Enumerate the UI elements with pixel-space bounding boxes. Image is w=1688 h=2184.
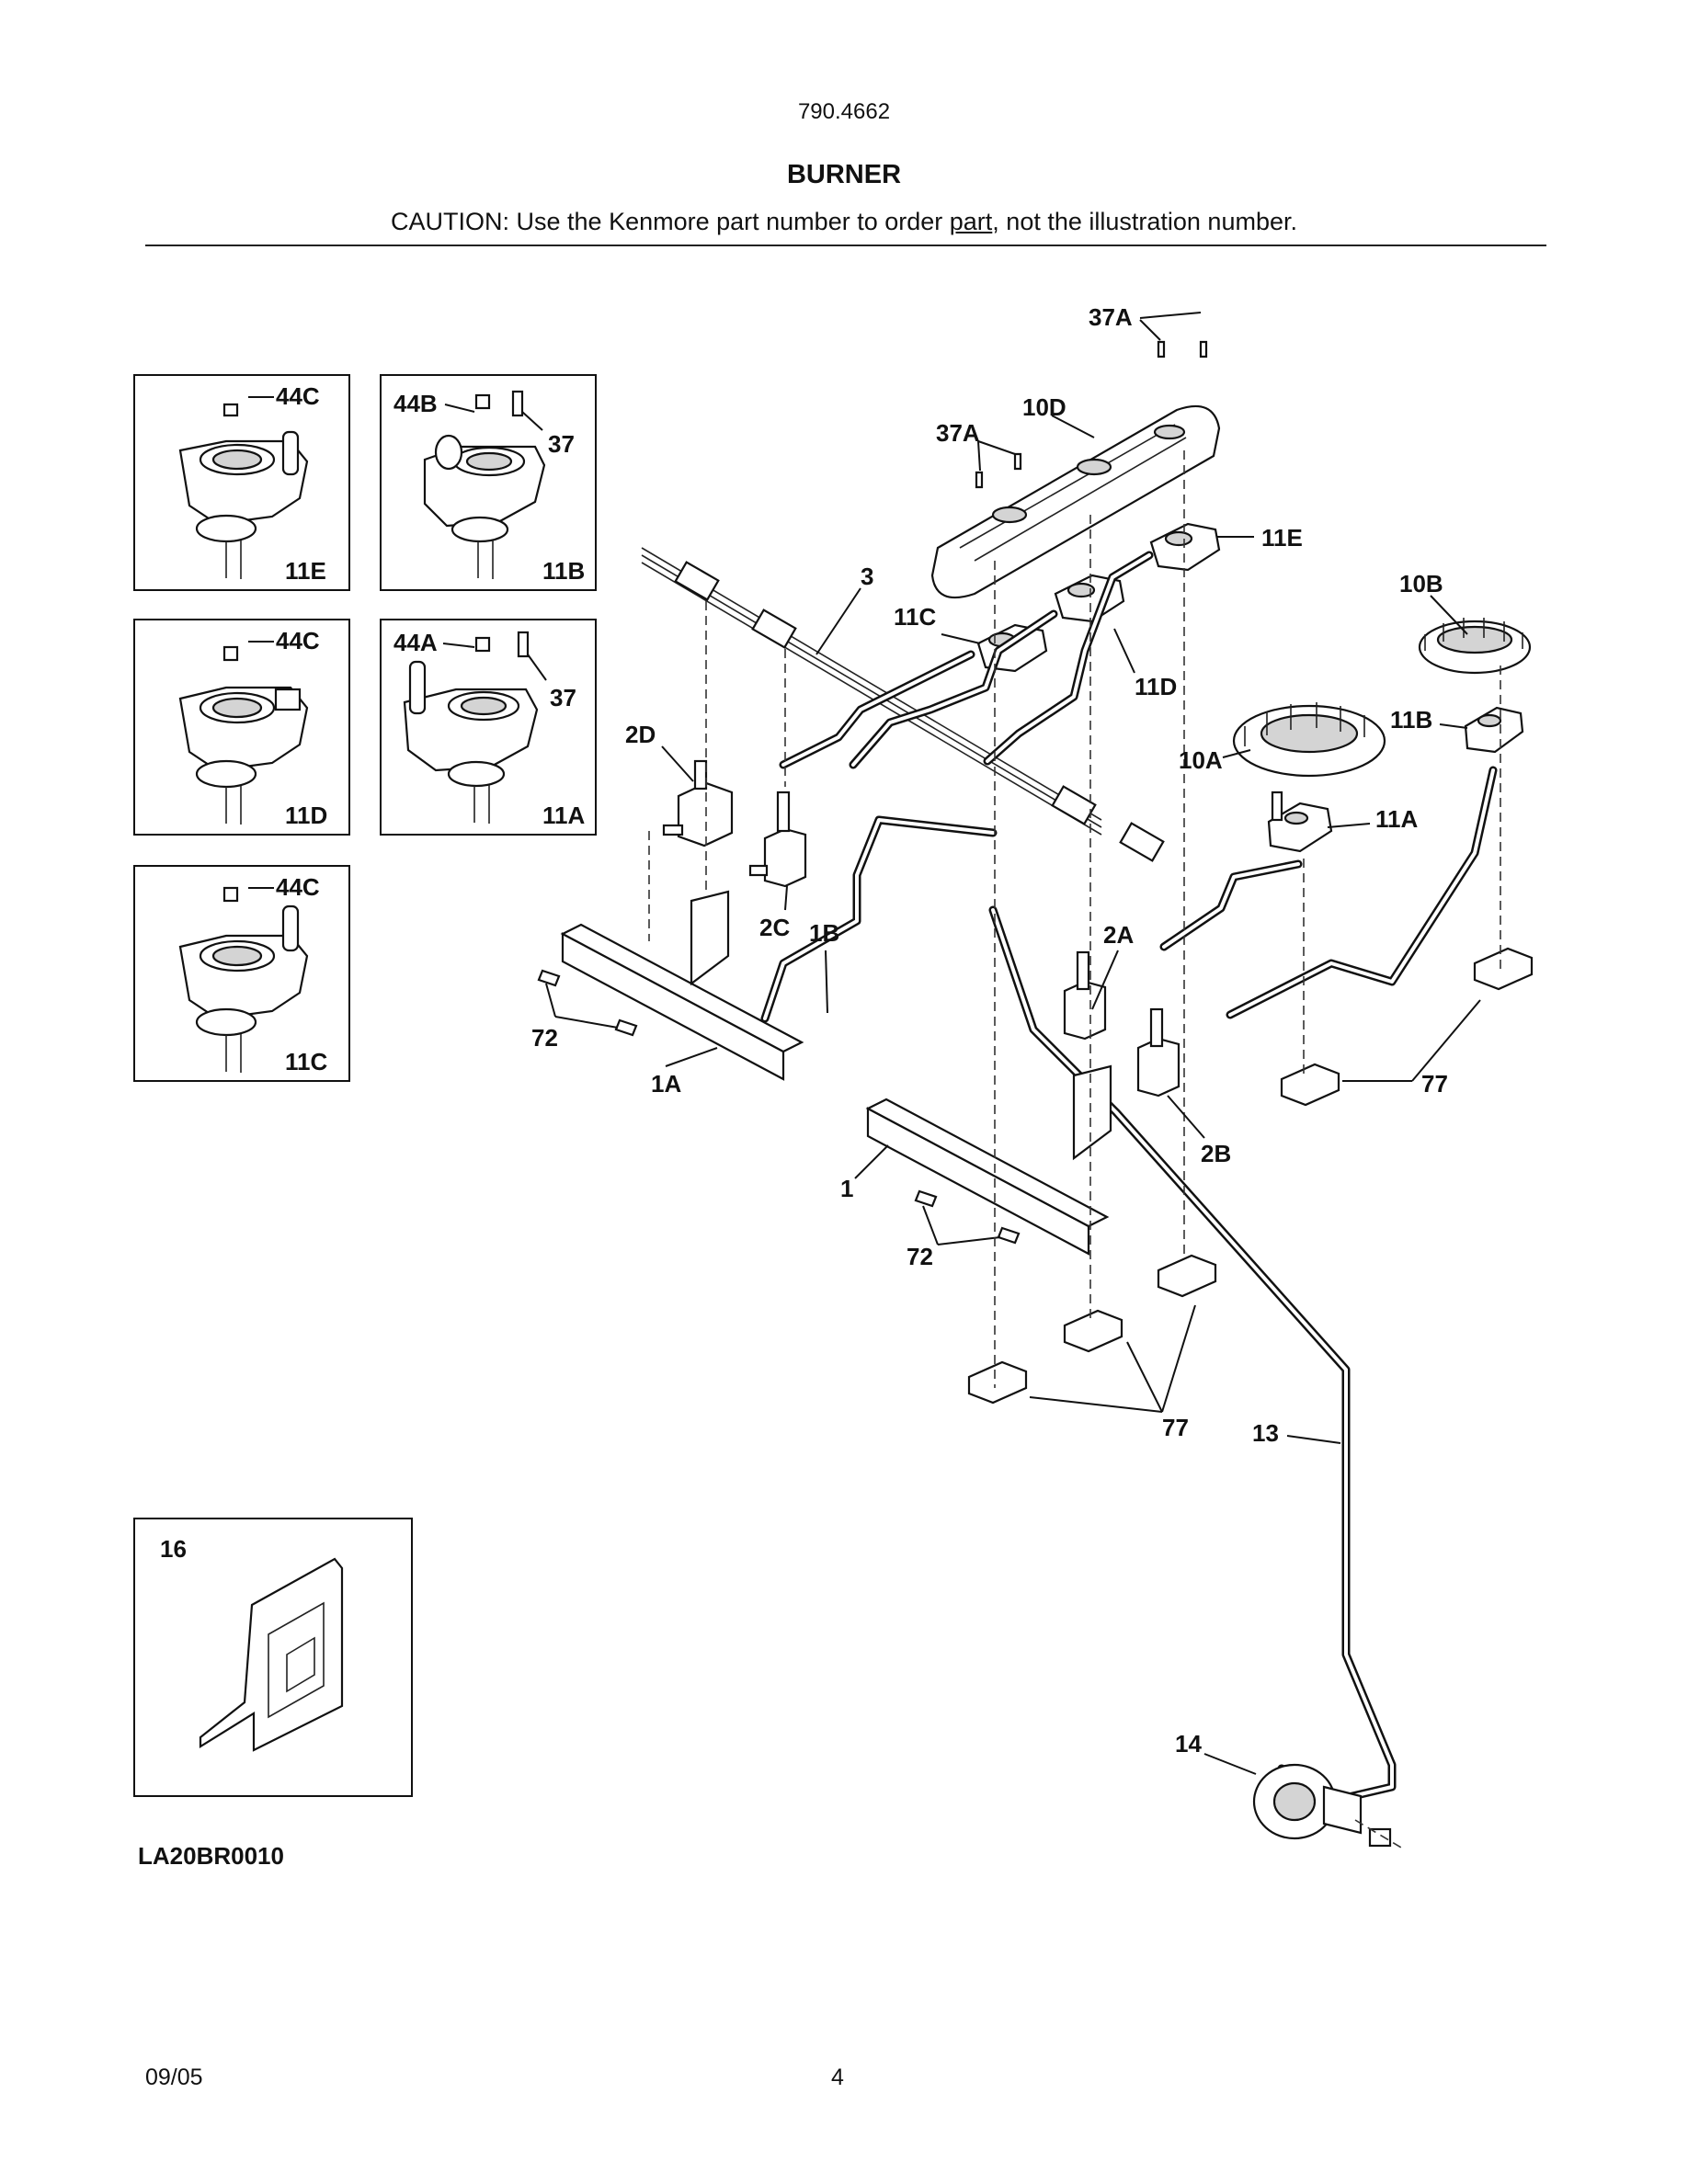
caution-text-after: , not the illustration number. [992, 208, 1297, 235]
valve-2d [662, 759, 734, 847]
callout-3: 3 [861, 563, 873, 590]
callout-44c-11d-box: 44C [276, 627, 320, 654]
regulator-14 [1252, 1763, 1392, 1848]
callout-37a-top: 37A [1089, 303, 1133, 331]
header-divider [145, 245, 1546, 246]
callout-72-mid: 72 [907, 1243, 933, 1270]
heat-shield-16-drawing [199, 1557, 344, 1752]
burner-head-11e-drawing [178, 403, 309, 579]
callout-44b: 44B [393, 390, 438, 417]
dashed-alignment-lines [648, 450, 1501, 1848]
manifold-1 [865, 1064, 1112, 1256]
inset-box-11c: 44C 11C [133, 865, 350, 1082]
callout-11a: 11A [1375, 805, 1418, 833]
wire-harness-3 [641, 547, 1165, 862]
callout-77-right: 77 [1421, 1070, 1448, 1098]
callout-2b: 2B [1201, 1140, 1231, 1167]
callout-44c-11c-box: 44C [276, 873, 320, 901]
inset-box-11e: 44C 11E [133, 374, 350, 591]
manifold-1a [560, 890, 804, 1081]
callout-11c-box: 11C [285, 1048, 327, 1075]
callout-10b: 10B [1399, 570, 1443, 597]
caution-text-before: CAUTION: Use the Kenmore part number to … [391, 208, 950, 235]
callout-11b-box: 11B [542, 557, 585, 585]
inset-box-11b: 44B 37 11B [380, 374, 597, 591]
screws-37a [975, 340, 1208, 489]
page-number: 4 [831, 2065, 844, 2090]
callout-77-mid: 77 [1162, 1414, 1189, 1441]
callout-14: 14 [1175, 1730, 1202, 1757]
gas-tubes [760, 551, 1498, 1804]
inset-box-11d: 44C 11D [133, 619, 350, 836]
callout-72-left: 72 [531, 1024, 558, 1052]
callout-2a: 2A [1103, 921, 1134, 949]
valve-2c [748, 791, 807, 888]
callout-1a: 1A [651, 1070, 681, 1098]
callout-44c-11e-box: 44C [276, 382, 320, 410]
burner-head-11a-drawing [403, 631, 539, 824]
callout-11c: 11C [894, 603, 936, 631]
callout-13: 13 [1252, 1419, 1279, 1447]
callout-1: 1 [840, 1175, 853, 1202]
burner-head-11b-drawing [423, 390, 546, 579]
callout-10d: 10D [1022, 393, 1066, 421]
caution-note: CAUTION: Use the Kenmore part number to … [0, 208, 1688, 236]
callout-11a-box: 11A [542, 802, 585, 829]
callout-2d: 2D [625, 721, 656, 748]
valve-2a [1063, 950, 1107, 1041]
burner-head-11d-drawing [178, 645, 309, 825]
brackets-77 [967, 947, 1534, 1405]
screws-72 [537, 969, 1021, 1245]
burner-11b [1464, 706, 1524, 754]
callout-16: 16 [160, 1535, 187, 1563]
caution-text-underlined: part [949, 208, 993, 235]
model-number: 790.4662 [797, 99, 891, 124]
callout-1b: 1B [809, 919, 839, 947]
burner-11a [1267, 791, 1333, 853]
callout-37-lower: 37 [550, 684, 576, 711]
inset-box-16: 16 [133, 1518, 413, 1797]
callout-11d: 11D [1135, 673, 1177, 700]
page-title: BURNER [786, 160, 902, 189]
footer-date: 09/05 [145, 2065, 203, 2090]
callout-11e-box: 11E [285, 557, 326, 585]
callout-44a: 44A [393, 629, 438, 656]
callout-10a: 10A [1179, 746, 1223, 774]
burner-head-11c-drawing [178, 886, 309, 1073]
callout-11b: 11B [1390, 706, 1432, 734]
callout-37a-left: 37A [936, 419, 980, 447]
burner-cap-tray-10d [930, 404, 1221, 599]
drawing-code: LA20BR0010 [138, 1842, 284, 1870]
callout-37-upper: 37 [548, 430, 575, 458]
callout-2c: 2C [759, 914, 790, 941]
inset-box-11a: 44A 37 11A [380, 619, 597, 836]
grate-10b [1418, 618, 1532, 675]
valve-2b [1136, 1007, 1180, 1098]
callout-11d-box: 11D [285, 802, 327, 829]
callout-11e: 11E [1261, 524, 1303, 552]
grate-10a [1232, 702, 1386, 778]
